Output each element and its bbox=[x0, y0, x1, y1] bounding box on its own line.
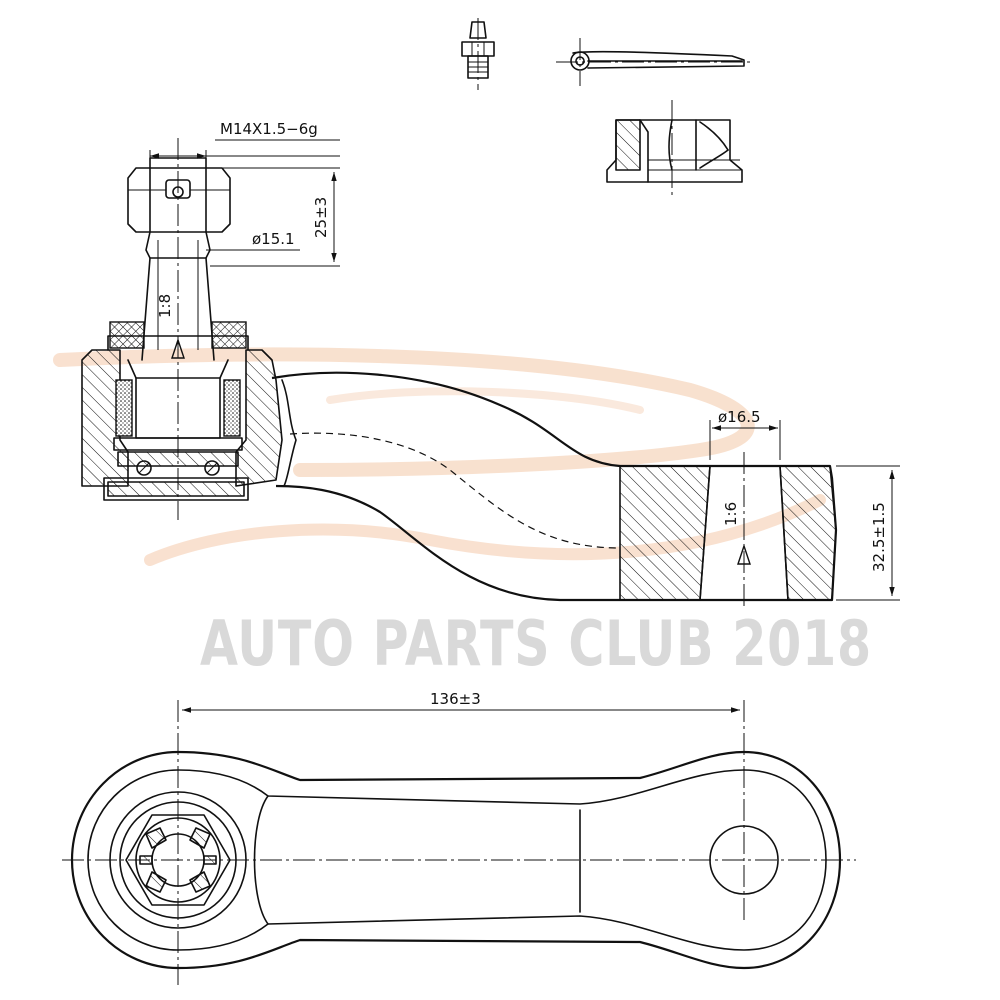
taper-hole-label: 1:6 bbox=[722, 502, 740, 526]
stud-height-label: 25±3 bbox=[312, 197, 330, 238]
hole-diameter-label: ø16.5 bbox=[718, 408, 761, 426]
dimension-hole-diameter: ø16.5 bbox=[709, 408, 781, 460]
center-distance-label: 136±3 bbox=[430, 690, 481, 708]
grease-fitting-icon bbox=[461, 18, 495, 90]
idler-arm-top-view bbox=[62, 700, 856, 985]
ball-stud-assembly: 1:8 bbox=[109, 138, 247, 520]
castle-nut-side-icon bbox=[606, 100, 743, 196]
thread-spec-label: M14X1.5−6g bbox=[220, 120, 318, 138]
cotter-pin-icon bbox=[556, 38, 750, 86]
watermark-text: AUTO PARTS CLUB 2018 bbox=[200, 607, 872, 680]
dimension-thread: M14X1.5−6g bbox=[149, 120, 340, 162]
watermark-logo bbox=[53, 347, 826, 566]
arm-thickness-label: 32.5±1.5 bbox=[870, 502, 888, 572]
idler-arm-side-view: 1:6 bbox=[81, 335, 838, 610]
dimension-arm-thickness: 32.5±1.5 bbox=[836, 465, 900, 601]
dimension-center-distance: 136±3 bbox=[182, 690, 740, 713]
stud-diameter-label: ø15.1 bbox=[252, 230, 295, 248]
dimension-stud-diameter: ø15.1 bbox=[206, 230, 300, 251]
taper-stud-label: 1:8 bbox=[156, 294, 174, 318]
dimension-stud-height: 25±3 bbox=[210, 167, 340, 267]
